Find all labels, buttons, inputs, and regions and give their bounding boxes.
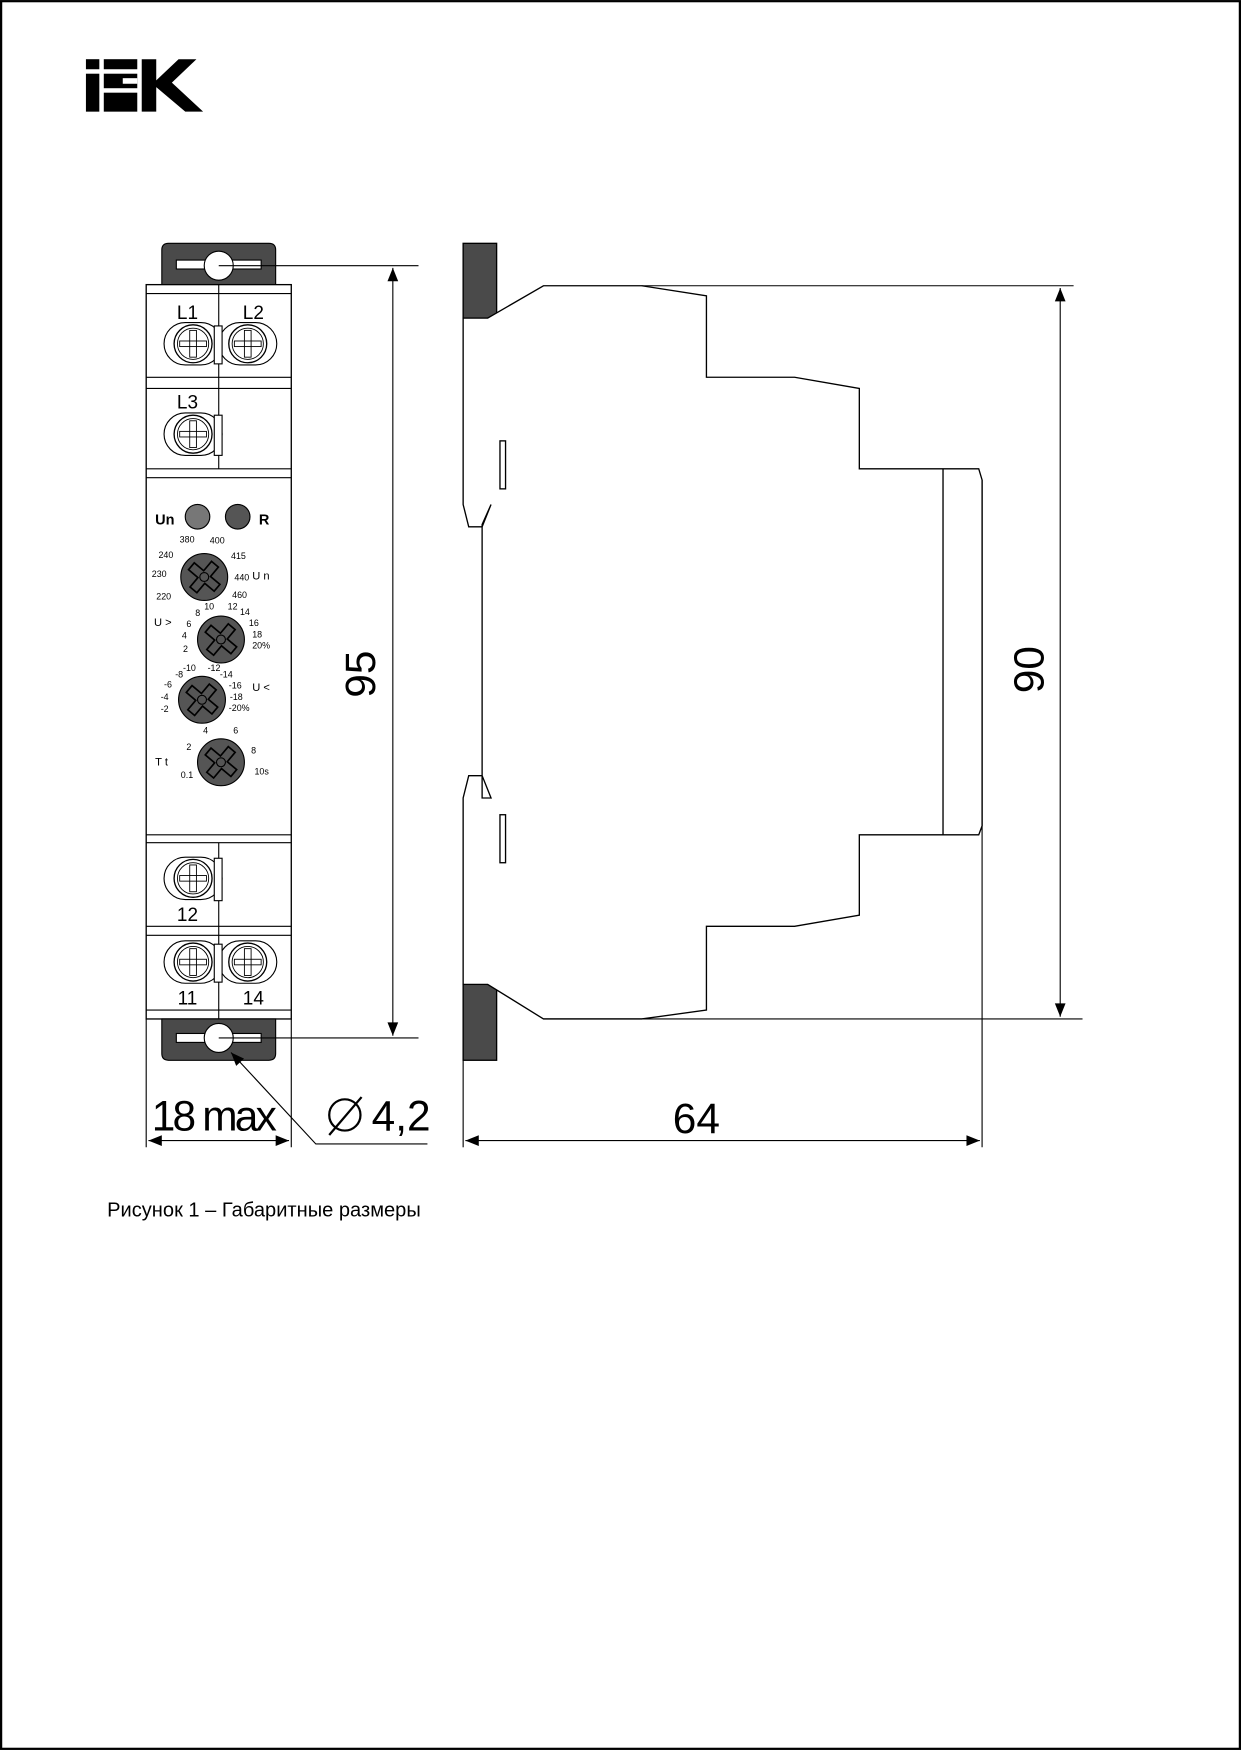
diameter-icon xyxy=(328,1096,363,1136)
figure-caption: Рисунок 1 – Габаритные размеры xyxy=(107,1199,421,1221)
dial-overvoltage-scale: 4 xyxy=(182,630,187,640)
dial-undervoltage-scale: -8 xyxy=(175,669,183,679)
front-view: L1 L2 L3 12 11 14 Un R 220 230 240 380 4… xyxy=(145,242,292,1061)
dial-undervoltage-scale: -10 xyxy=(183,663,196,673)
terminal-screw-l3 xyxy=(163,412,223,457)
terminal-screw-11 xyxy=(163,940,223,984)
din-clip-bottom xyxy=(462,983,498,1061)
dial-un-scale: 230 xyxy=(152,569,167,579)
terminal-label-l2: L2 xyxy=(243,303,264,324)
dial-undervoltage-scale: -20% xyxy=(229,703,250,713)
dial-overvoltage[interactable] xyxy=(196,615,246,664)
dial-overvoltage-scale: 16 xyxy=(249,618,259,628)
dial-overvoltage-scale: 8 xyxy=(195,608,200,618)
dial-undervoltage-scale: -4 xyxy=(161,692,169,702)
dimension-64: 64 xyxy=(673,1095,720,1142)
dial-time-scale: 4 xyxy=(203,725,208,735)
dial-undervoltage-scale: -18 xyxy=(230,692,243,702)
terminal-label-12: 12 xyxy=(177,905,198,926)
dial-undervoltage-scale: -2 xyxy=(161,704,169,714)
led-r-indicator xyxy=(224,503,251,530)
dial-overvoltage-scale: 6 xyxy=(186,619,191,629)
dimension-90: 90 xyxy=(1005,646,1052,693)
dial-time-scale: 0.1 xyxy=(181,770,193,780)
dial-un-scale: 440 xyxy=(234,572,249,582)
dimension-hole-diameter: 4,2 xyxy=(372,1093,431,1140)
dial-un-scale: 380 xyxy=(180,534,195,544)
dial-overvoltage-scale: 20% xyxy=(252,640,270,650)
terminal-screw-l1 xyxy=(163,321,223,366)
dial-overvoltage-scale: 12 xyxy=(228,601,238,611)
dial-undervoltage-scale: -16 xyxy=(229,681,242,691)
terminal-label-14: 14 xyxy=(243,988,264,1009)
dimension-lines xyxy=(145,265,1083,1148)
dial-time-scale: 6 xyxy=(233,725,238,735)
terminal-screw-l2 xyxy=(218,321,278,366)
dial-time-scale: 2 xyxy=(186,742,191,752)
dial-un-scale: 415 xyxy=(231,551,246,561)
led-label-r: R xyxy=(259,513,270,529)
dimension-width: 18 max xyxy=(152,1093,277,1140)
terminal-screw-12 xyxy=(163,856,223,901)
terminal-label-l3: L3 xyxy=(177,393,198,414)
dial-time-delay[interactable] xyxy=(196,737,246,787)
dial-overvoltage-label: U > xyxy=(154,617,172,629)
dial-time-label: T t xyxy=(155,757,169,769)
dial-overvoltage-scale: 2 xyxy=(183,644,188,654)
dial-un-scale: 220 xyxy=(156,591,171,601)
dial-un-scale: 240 xyxy=(158,550,173,560)
side-view xyxy=(462,242,983,1061)
terminal-label-l1: L1 xyxy=(177,303,198,324)
dial-undervoltage-scale: -12 xyxy=(208,663,221,673)
dial-undervoltage-scale: -6 xyxy=(164,680,172,690)
dial-un[interactable] xyxy=(179,552,229,602)
dial-undervoltage-label: U < xyxy=(252,682,270,694)
dial-un-scale: 460 xyxy=(232,590,247,600)
dial-undervoltage[interactable] xyxy=(177,675,227,725)
terminal-label-11: 11 xyxy=(178,988,198,1009)
terminal-screw-14 xyxy=(218,940,278,984)
led-un-indicator xyxy=(184,503,211,530)
dial-undervoltage-scale: -14 xyxy=(220,669,233,679)
dial-un-scale: 400 xyxy=(210,536,225,546)
dial-overvoltage-scale: 10 xyxy=(204,601,214,611)
dial-overvoltage-scale: 18 xyxy=(252,629,262,639)
din-clip-top xyxy=(462,242,498,319)
led-label-un: Un xyxy=(155,513,174,529)
dial-overvoltage-scale: 14 xyxy=(240,607,250,617)
dial-un-label: U n xyxy=(252,570,269,582)
iek-logo xyxy=(85,59,204,112)
dial-time-scale: 8 xyxy=(251,745,256,755)
dimension-95: 95 xyxy=(337,651,384,698)
dial-time-scale: 10s xyxy=(254,767,269,777)
